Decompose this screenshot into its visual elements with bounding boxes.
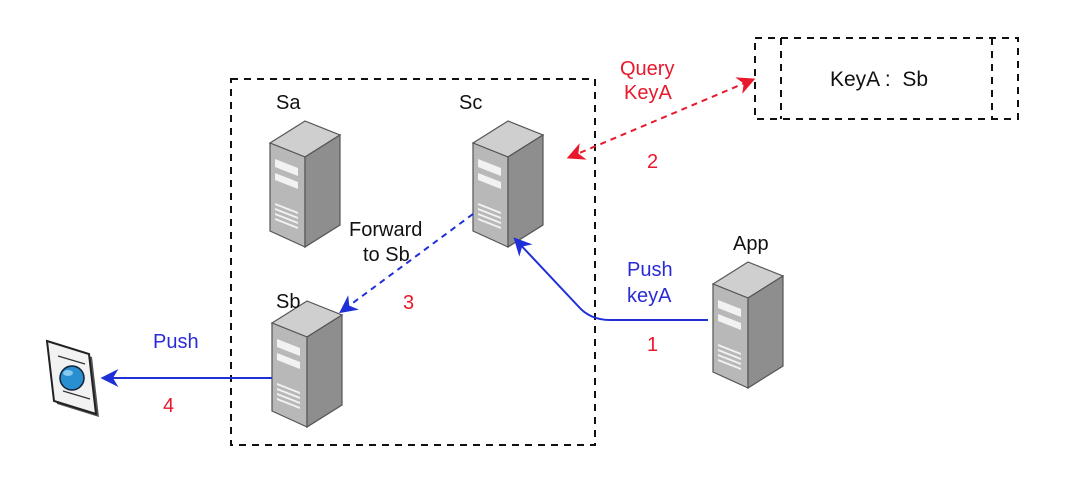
server-sa-label: Sa — [276, 92, 301, 114]
forward-label-line1: Forward — [349, 219, 423, 241]
step-2-label: 2 — [647, 151, 659, 173]
server-sb-label: Sb — [276, 291, 301, 313]
step-3-label: 3 — [403, 292, 415, 314]
query-label-line1: Query — [620, 58, 675, 80]
server-sa-icon — [269, 120, 341, 248]
registry-entry: KeyA : Sb — [830, 68, 929, 91]
server-sc-icon — [472, 120, 544, 248]
step-4-label: 4 — [163, 395, 175, 417]
push-keya-arrow — [513, 237, 708, 321]
push-keya-label-line1: Push — [627, 259, 673, 281]
query-label-line2: KeyA — [624, 82, 672, 104]
forward-arrow — [339, 213, 474, 314]
server-app-label: App — [733, 233, 769, 255]
server-app-icon — [712, 261, 784, 389]
client-device-globe-icon — [45, 339, 99, 417]
registry-box — [754, 37, 1019, 120]
step-1-label: 1 — [647, 334, 659, 356]
server-sb-icon — [271, 300, 343, 428]
server-cluster-box — [230, 78, 596, 446]
forward-label-line2: to Sb — [363, 244, 410, 266]
push-client-label: Push — [153, 331, 199, 353]
push-keya-label-line2: keyA — [627, 285, 672, 307]
server-sc-label: Sc — [459, 92, 483, 114]
